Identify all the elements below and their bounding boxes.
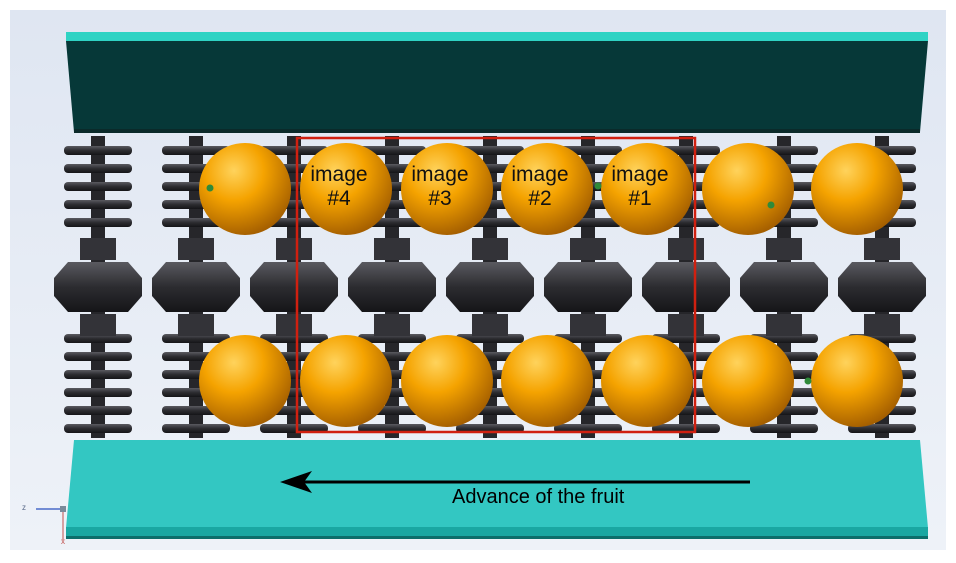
- image-4-label: image#4: [310, 163, 368, 210]
- top-conveyor: [66, 32, 928, 133]
- axis-z-label: z: [22, 503, 26, 512]
- fruit: [199, 335, 291, 427]
- axis-x-label: x: [61, 537, 65, 546]
- axis-triad: [36, 506, 66, 540]
- fruit: [300, 335, 392, 427]
- advance-arrow: [280, 471, 750, 493]
- fruit-stem: [767, 201, 775, 209]
- roller: [152, 136, 240, 438]
- fruit: [702, 335, 794, 427]
- fruit: [401, 143, 493, 235]
- fruit-array: [199, 143, 903, 427]
- fruit: [601, 335, 693, 427]
- image-1-label: image#1: [611, 163, 669, 210]
- image-3-label: image#3: [411, 163, 469, 210]
- fruit-stem: [594, 182, 602, 190]
- fruit: [702, 143, 794, 235]
- fruit: [501, 143, 593, 235]
- advance-label: Advance of the fruit: [452, 486, 625, 508]
- bottom-conveyor: [66, 440, 928, 539]
- capture-area-box: [295, 136, 697, 434]
- fruit: [601, 143, 693, 235]
- fruit: [401, 335, 493, 427]
- fruit-stem: [206, 184, 214, 192]
- image-2-label: image#2: [511, 163, 569, 210]
- fruit-stem: [804, 377, 812, 385]
- fruit: [501, 335, 593, 427]
- fruit: [811, 335, 903, 427]
- fruit: [300, 143, 392, 235]
- fruit: [811, 143, 903, 235]
- roller: [54, 136, 142, 438]
- fruit: [199, 143, 291, 235]
